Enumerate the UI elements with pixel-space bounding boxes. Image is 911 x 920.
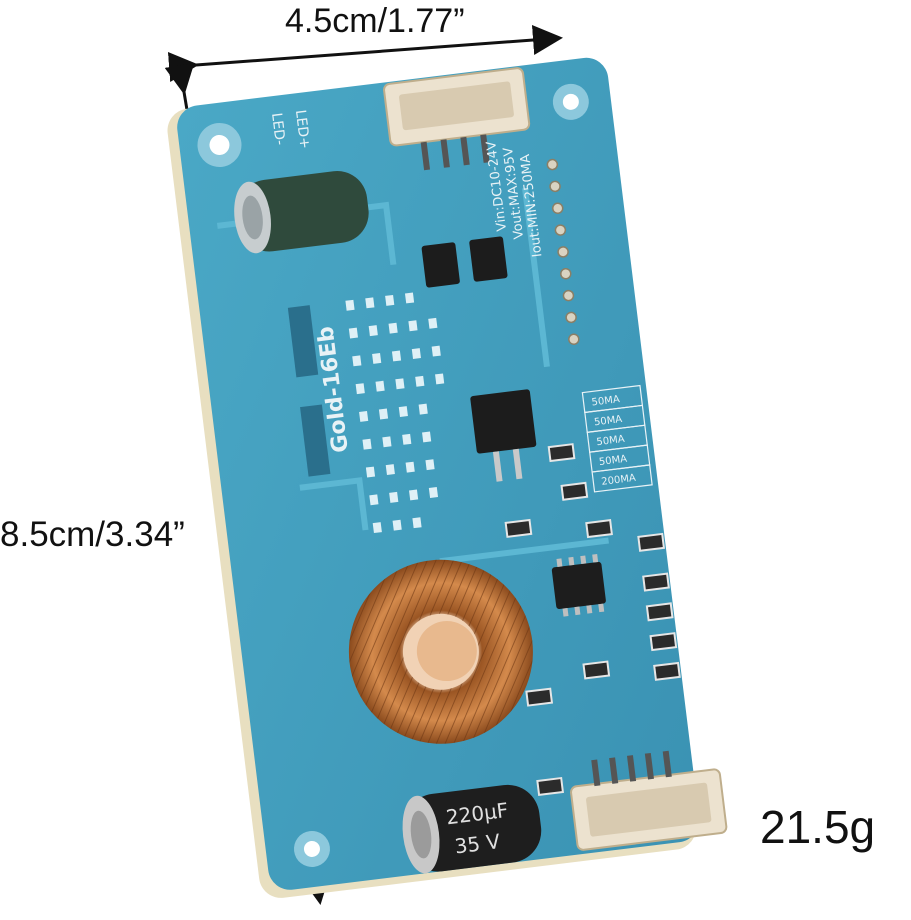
top-capacitor xyxy=(234,171,369,254)
smd-transistors xyxy=(421,236,537,482)
smd-resistors xyxy=(504,443,681,796)
top-connector xyxy=(383,67,531,171)
toroid-inductor xyxy=(348,559,533,744)
led-minus-label: LED- xyxy=(268,112,288,146)
current-option-5: 200MA xyxy=(601,473,637,488)
weight-label: 21.5g xyxy=(760,801,876,853)
ribbon-connectors xyxy=(287,305,331,477)
bottom-capacitor xyxy=(402,784,542,874)
pcb-board: LED- LED+ Vin:DC10-24V Vout:MAX:95V Iout… xyxy=(167,57,728,898)
header-pins xyxy=(546,158,580,346)
controller-ic xyxy=(551,554,606,617)
current-option-1: 50MA xyxy=(591,394,620,408)
current-option-3: 50MA xyxy=(596,434,625,448)
capacitor-voltage: 35 V xyxy=(453,829,501,858)
current-option-2: 50MA xyxy=(593,414,622,428)
led-plus-label: LED+ xyxy=(292,109,313,150)
height-dimension-label: 8.5cm/3.34” xyxy=(0,515,185,554)
bottom-connector xyxy=(570,750,728,851)
current-table xyxy=(581,384,653,493)
via-grid xyxy=(345,292,445,534)
width-dimension-arrow xyxy=(167,25,563,82)
current-option-4: 50MA xyxy=(598,454,627,468)
